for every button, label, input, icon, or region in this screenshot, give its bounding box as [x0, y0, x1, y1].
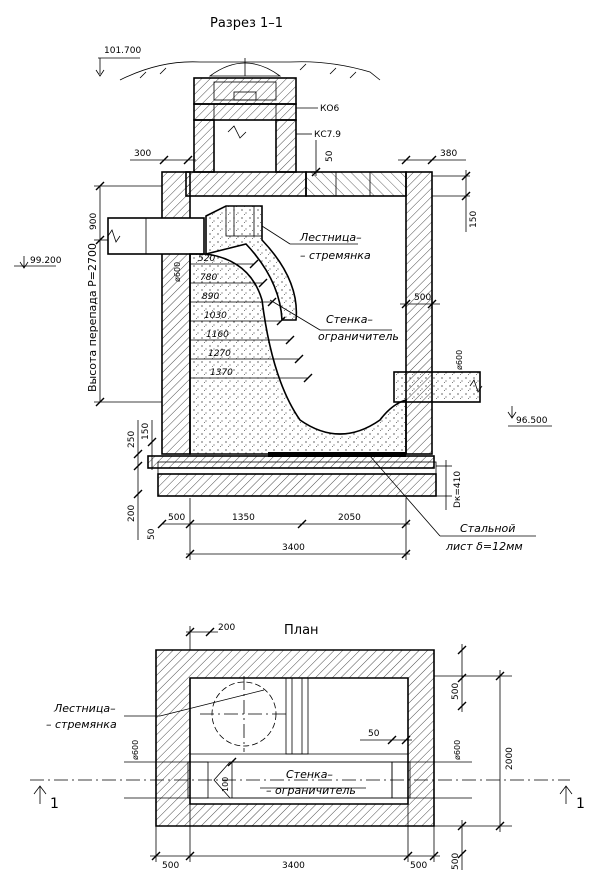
- plan-dim-total-3400: 3400: [282, 861, 305, 871]
- profile-offset-labels: 520 780 890 1030 1160 1270 1370: [190, 254, 313, 383]
- ring-label-top: КО6: [320, 104, 339, 114]
- plan-pipe-right: ø600: [453, 740, 462, 760]
- section-ladder-label-1: Лестница–: [299, 231, 362, 244]
- plan-ladder-label-2: – стремянка: [46, 718, 117, 731]
- section-limiter-label-1: Стенка–: [326, 313, 373, 326]
- ladder: [225, 205, 263, 237]
- dim-bottom-250: 250: [127, 431, 137, 448]
- steel-label-1: Стальной: [460, 522, 515, 535]
- profile-offset-tick: [258, 278, 268, 288]
- outlet-elevation: 96.500: [516, 416, 548, 426]
- inlet-elevation: 99.200: [30, 256, 62, 266]
- steel-sheet: [268, 452, 406, 457]
- plan-pipe-left: ø600: [131, 740, 140, 760]
- section-view: Разрез 1–1 101.700 КО6 КС7.9: [14, 16, 552, 560]
- plan-dim-right-500-top: 500: [451, 683, 461, 700]
- plan-view: План ø600 ø600 1 1: [30, 623, 585, 871]
- plan-walls: [155, 649, 435, 827]
- ground-surface: [119, 61, 381, 81]
- section-mark-left: 1: [50, 796, 59, 812]
- right-wall: [405, 171, 433, 455]
- plan-dims: [150, 626, 512, 870]
- profile-offset-tick: [303, 373, 313, 383]
- profile-offset-tick: [276, 316, 286, 326]
- profile-offset-tick: [249, 259, 259, 269]
- outlet-pipe-diameter: ø600: [455, 350, 464, 370]
- dim-total-3400: 3400: [282, 543, 305, 553]
- top-dims: [130, 140, 471, 232]
- section-title: Разрез 1–1: [210, 16, 283, 31]
- profile-offset-label: 1270: [208, 349, 231, 359]
- dim-bottom-150: 150: [141, 423, 151, 440]
- plan-ladder-label-1: Лестница–: [53, 702, 116, 715]
- manhole-lid: [208, 62, 282, 77]
- dim-wall-left-top: 300: [134, 149, 151, 159]
- dim-span-2050: 2050: [338, 513, 361, 523]
- base-slabs: [147, 455, 437, 497]
- limiter-wall: [205, 205, 298, 321]
- dim-inlet-height: 900: [89, 213, 99, 230]
- dim-slab-thickness: 50: [325, 150, 335, 162]
- inlet-pipe: [107, 217, 205, 255]
- left-wall: [161, 171, 191, 455]
- profile-offset-label: 1370: [210, 368, 233, 378]
- left-vertical-dims: [94, 181, 162, 407]
- ground-elevation-marker: [95, 58, 105, 77]
- plan-limiter: [213, 761, 393, 799]
- plan-dim-right-500: 500: [410, 861, 427, 871]
- plan-dim-top-wall: 200: [218, 623, 235, 633]
- ring-label-bottom: КС7.9: [314, 130, 341, 140]
- section-limiter-label-2: ограничитель: [318, 330, 399, 343]
- ground-elevation-label: 101.700: [104, 46, 141, 56]
- plan-title: План: [284, 623, 319, 638]
- profile-offset-tick: [294, 354, 304, 364]
- dim-right-wall: 500: [414, 293, 431, 303]
- dim-wall-right-top: 380: [440, 149, 457, 159]
- dk-label: Dк=410: [453, 471, 463, 508]
- dim-span-1350: 1350: [232, 513, 255, 523]
- profile-offset-tick: [285, 335, 295, 345]
- profile-offset-label: 890: [202, 292, 219, 302]
- top-slab: [185, 171, 407, 197]
- inlet-pipe-diameter: ø600: [173, 262, 182, 282]
- section-ladder-label-2: – стремянка: [300, 249, 371, 262]
- dim-left-500: 500: [168, 513, 185, 523]
- plan-dim-right-500-bottom: 500: [451, 853, 461, 870]
- bottom-horizontal-dims: [157, 498, 411, 560]
- profile-offset-tick: [267, 297, 277, 307]
- profile-offset-label: 520: [198, 254, 215, 264]
- plan-limiter-label-1: Стенка–: [286, 768, 333, 781]
- profile-offset-label: 1160: [206, 330, 229, 340]
- steel-label-2: лист δ=12мм: [445, 540, 523, 553]
- dim-drop-height: Высота перепада Р=2700: [86, 243, 99, 392]
- plan-dim-step-50: 50: [368, 729, 380, 739]
- plan-ladder: [285, 677, 309, 755]
- drop-profile-concrete: [189, 253, 407, 455]
- dim-base-50: 50: [147, 528, 157, 540]
- section-mark-right: 1: [576, 796, 585, 812]
- bottom-left-dims: [133, 420, 157, 540]
- profile-offset-label: 1030: [204, 311, 227, 321]
- plan-dim-overall-width: 2000: [505, 747, 515, 770]
- dim-base-200: 200: [127, 505, 137, 522]
- plan-dim-depth-100: 100: [221, 777, 230, 792]
- plan-dim-left-500: 500: [162, 861, 179, 871]
- outlet-pipe: [393, 371, 483, 403]
- plan-limiter-label-2: – ограничитель: [266, 784, 356, 797]
- dim-top-height: 150: [469, 211, 479, 228]
- neck-rings: [193, 77, 297, 173]
- profile-offset-label: 780: [200, 273, 217, 283]
